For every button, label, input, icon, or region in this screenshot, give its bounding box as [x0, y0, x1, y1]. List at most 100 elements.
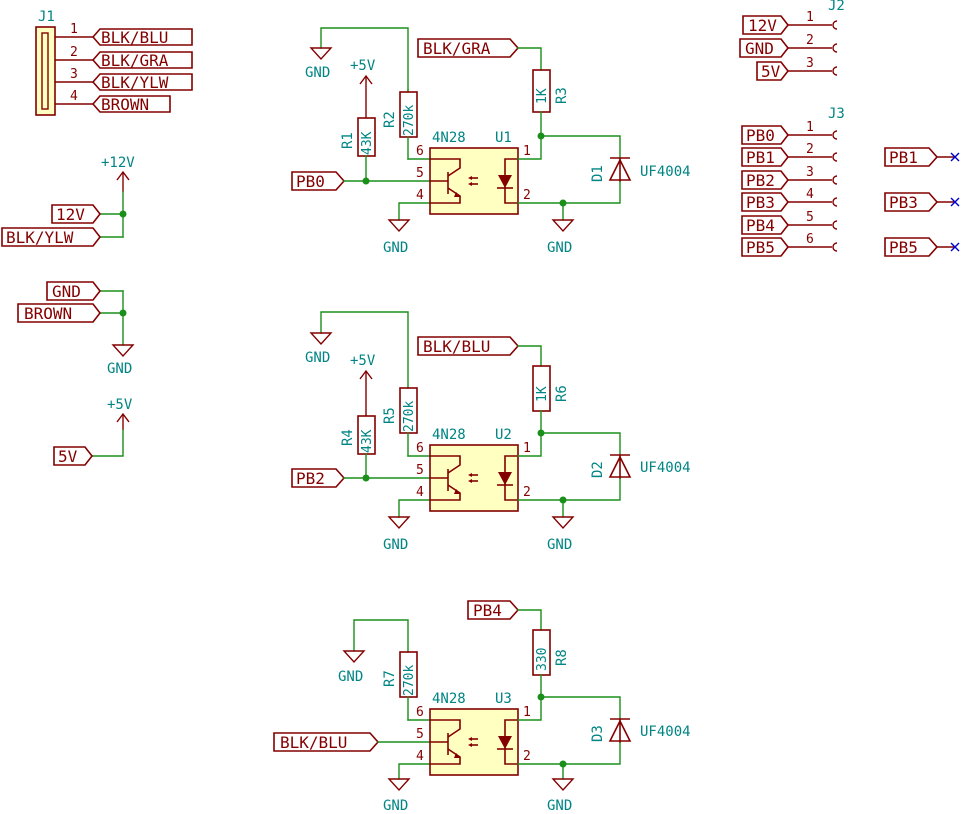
net-label: GND: [745, 39, 774, 58]
opto-ref: U3: [495, 691, 512, 707]
net-label: PB4: [473, 601, 502, 620]
j1-pin-num: 4: [70, 89, 78, 104]
pin-num: 6: [416, 144, 424, 159]
net-label: PB0: [296, 172, 325, 191]
net-label: PB2: [746, 171, 775, 190]
net-label: GND: [52, 282, 81, 301]
net-label-shape: [273, 732, 380, 752]
no-connect-icon: [950, 197, 960, 207]
net-label-shape: [1, 227, 102, 247]
connector-j1: J1 1 2 3 4 BLK/BLU BLK/GRA BLK/YLW BROWN: [35, 9, 193, 116]
unconnected-labels: PB1 PB3 PB5: [884, 147, 960, 257]
pin-num: 4: [416, 749, 424, 764]
diode-ref: D1: [590, 165, 606, 182]
net-label: BLK/BLU: [280, 733, 347, 752]
pin-num: 1: [523, 441, 531, 456]
net-label: BLK/YLW: [101, 73, 169, 92]
power-symbol-label: GND: [305, 350, 330, 366]
resistor-ref: R2: [382, 111, 398, 128]
net-label-shape: [741, 147, 790, 167]
resistor-value: 270k: [402, 401, 417, 432]
resistor-value: 330: [535, 648, 550, 671]
resistor-ref: R3: [554, 87, 570, 104]
net-label-shape: [91, 28, 193, 46]
power-symbol-label: +5V: [107, 397, 133, 413]
stage-u2: GND +5V 43K R4 270k R5 PB2 GND 4N28 U2 6…: [291, 311, 691, 553]
net-label: 5V: [761, 62, 781, 81]
j1-ref: J1: [38, 9, 55, 25]
power-arrow-icon: [359, 74, 373, 85]
net-label: PB3: [889, 193, 918, 212]
pin-num: 5: [416, 166, 424, 181]
ground-icon: [111, 344, 135, 358]
connector-j3: J3 1 2 3 4 5 6 PB0 PB1 PB2 PB3 PB4 PB5: [741, 106, 845, 257]
power-12v-group: +12V 12V BLK/YLW: [1, 155, 135, 247]
j3-ref: J3: [828, 106, 845, 122]
net-label-shape: [756, 61, 790, 81]
transistor-arrow-icon: [454, 753, 461, 758]
pin-num: 2: [523, 485, 531, 500]
net-label: PB0: [746, 126, 775, 145]
j1-pin-num: 1: [70, 22, 78, 37]
net-label-shape: [741, 125, 790, 145]
ground-icon: [387, 778, 411, 792]
resistor-ref: R8: [554, 649, 570, 666]
led-icon: [498, 472, 512, 485]
net-label-shape: [884, 192, 939, 212]
diode-value: UF4004: [640, 724, 691, 740]
ground-icon: [342, 650, 366, 664]
power-arrow-icon: [359, 369, 373, 380]
j3-pin-num: 2: [806, 142, 814, 157]
power-symbol-label: GND: [338, 669, 363, 685]
power-symbol-label: +12V: [101, 155, 135, 171]
j2-pin-num: 1: [806, 10, 814, 25]
resistor-ref: R5: [382, 407, 398, 424]
diode-value: UF4004: [640, 164, 691, 180]
j1-body: [35, 26, 56, 116]
diode-ref: D2: [590, 461, 606, 478]
power-gnd-group: GND GND BROWN: [17, 281, 135, 377]
net-label: BLK/GRA: [101, 51, 169, 70]
net-label-shape: [467, 600, 520, 620]
net-label: BLK/YLW: [6, 228, 74, 247]
pin-num: 6: [416, 705, 424, 720]
diode-ref: D3: [590, 725, 606, 742]
net-label-shape: [884, 147, 939, 167]
ground-icon: [387, 219, 411, 233]
opto-part: 4N28: [432, 691, 466, 707]
net-label-shape: [17, 303, 102, 323]
j1-pin-num: 3: [70, 67, 78, 82]
j3-pin-num: 5: [806, 210, 814, 225]
net-label-shape: [91, 73, 193, 91]
stage-u3: GND 270k R7 BLK/BLU GND 4N28 U3 6 5 4 1 …: [273, 600, 691, 814]
net-label-shape: [741, 170, 790, 190]
transistor-arrow-icon: [454, 192, 461, 197]
net-label: BLK/GRA: [423, 39, 491, 58]
net-label: 12V: [56, 205, 85, 224]
resistor-ref: R6: [554, 385, 570, 402]
net-label-shape: [741, 215, 790, 235]
no-connect-icon: [950, 242, 960, 252]
power-symbol-label: GND: [107, 361, 132, 377]
power-arrow-icon: [116, 170, 130, 181]
pin-num: 4: [416, 188, 424, 203]
net-label: PB5: [889, 238, 918, 257]
net-label-shape: [91, 95, 171, 113]
pin-num: 1: [523, 144, 531, 159]
resistor-value: 43K: [360, 131, 375, 155]
no-connect-icon: [950, 152, 960, 162]
resistor-value: 43K: [360, 429, 375, 453]
ground-icon: [387, 516, 411, 530]
net-label-shape: [291, 468, 346, 488]
power-symbol-label: GND: [305, 65, 330, 81]
connector-j2: J2 1 2 3 12V GND 5V: [739, 0, 845, 81]
pin-num: 4: [416, 485, 424, 500]
j3-pin-num: 6: [806, 232, 814, 247]
net-label-shape: [291, 171, 346, 191]
opto-ref: U1: [495, 130, 512, 146]
transistor-arrow-icon: [454, 489, 461, 494]
ground-icon: [309, 332, 333, 346]
net-label-shape: [51, 204, 102, 224]
net-label: PB4: [746, 216, 775, 235]
